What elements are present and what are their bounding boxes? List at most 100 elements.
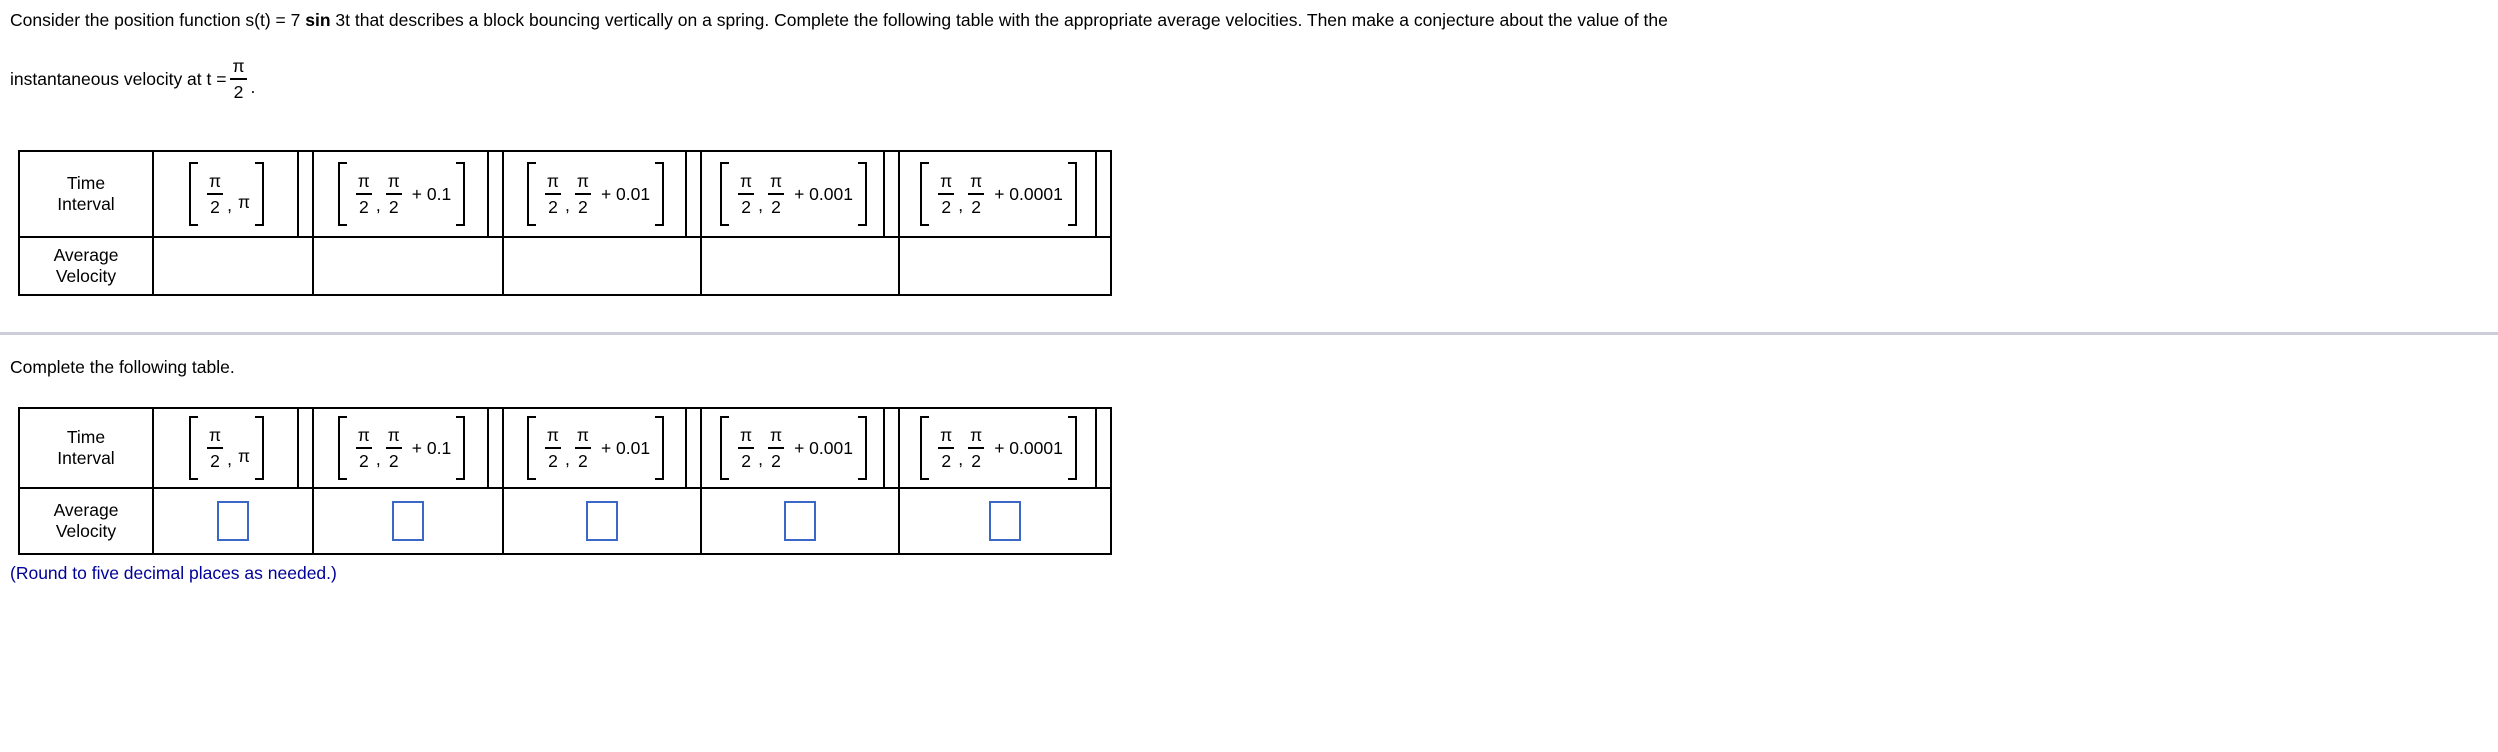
fraction-denominator: 2 bbox=[388, 197, 399, 217]
statement-text-after: 3t that describes a block bouncing verti… bbox=[330, 10, 1668, 30]
fraction-numerator: π bbox=[357, 424, 370, 445]
average-velocity-cell-2 bbox=[312, 236, 504, 296]
cell-inner-border-line bbox=[297, 152, 299, 236]
fraction-denominator: 2 bbox=[578, 197, 588, 217]
right-bracket bbox=[255, 416, 265, 480]
fraction-numerator: π bbox=[770, 424, 783, 445]
average-label: Average bbox=[53, 245, 119, 265]
fraction-numerator: π bbox=[576, 170, 589, 191]
average-velocity-row: Average Velocity bbox=[18, 487, 1112, 555]
time-label: Time bbox=[66, 173, 106, 193]
average-velocity-input-4[interactable] bbox=[784, 501, 816, 541]
fraction-denominator: 2 bbox=[941, 197, 952, 217]
problem-statement-line2: instantaneous velocity at t = π 2 . bbox=[10, 46, 2498, 112]
interval-offset: + 0.001 bbox=[794, 437, 853, 458]
fraction-numerator: π bbox=[208, 170, 222, 191]
fraction-denominator: 2 bbox=[771, 197, 781, 217]
velocity-label: Velocity bbox=[55, 266, 117, 286]
average-velocity-label-cell: Average Velocity bbox=[18, 236, 154, 296]
cell-inner-border-line bbox=[487, 409, 489, 487]
cell-inner-border-line bbox=[297, 409, 299, 487]
interval-comma: , bbox=[564, 194, 570, 215]
fraction-numerator: π bbox=[940, 170, 953, 191]
left-bracket bbox=[720, 162, 730, 226]
average-velocity-input-3[interactable] bbox=[586, 501, 618, 541]
interval-comma: , bbox=[758, 194, 763, 215]
left-bracket bbox=[526, 162, 536, 226]
cell-inner-border-line bbox=[883, 152, 885, 236]
section2-title: Complete the following table. bbox=[10, 357, 235, 377]
fraction-denominator: 2 bbox=[388, 451, 399, 471]
right-bracket bbox=[456, 416, 466, 480]
statement-sin-bold: sin bbox=[305, 10, 331, 30]
average-velocity-cell-4 bbox=[700, 487, 900, 555]
interval-offset: + 0.0001 bbox=[994, 183, 1063, 204]
fraction-denominator: 2 bbox=[741, 451, 751, 471]
fraction-numerator: π bbox=[546, 424, 559, 445]
left-bracket bbox=[720, 416, 730, 480]
fraction-numerator: π bbox=[740, 424, 753, 445]
average-velocity-cell-2 bbox=[312, 487, 504, 555]
interval-label: Interval bbox=[57, 194, 115, 214]
interval-endpoint: π bbox=[237, 445, 251, 466]
fraction-bar bbox=[206, 193, 224, 195]
fraction-bar bbox=[938, 447, 955, 449]
average-velocity-cell-3 bbox=[502, 236, 702, 296]
average-velocity-label-cell: Average Velocity bbox=[18, 487, 154, 555]
average-velocity-input-2[interactable] bbox=[392, 501, 424, 541]
fraction-bar bbox=[768, 193, 785, 195]
fraction-bar bbox=[738, 447, 755, 449]
fraction-denominator: 2 bbox=[771, 451, 781, 471]
right-bracket bbox=[857, 162, 867, 226]
interval-offset: + 0.01 bbox=[600, 437, 651, 458]
average-velocity-input-1[interactable] bbox=[217, 501, 249, 541]
time-interval-label-cell: Time Interval bbox=[18, 150, 154, 238]
fraction-bar bbox=[385, 193, 402, 195]
fraction-denominator: 2 bbox=[210, 197, 220, 217]
average-velocity-input-5[interactable] bbox=[989, 501, 1021, 541]
average-velocity-cell-1 bbox=[152, 487, 314, 555]
fraction-bar bbox=[230, 78, 247, 80]
average-velocity-row: Average Velocity bbox=[18, 236, 1112, 296]
t-value-fraction: π 2 bbox=[230, 56, 247, 102]
fraction-numerator: π bbox=[970, 170, 983, 191]
section-divider bbox=[0, 332, 2498, 335]
fraction-bar bbox=[738, 193, 755, 195]
interval-comma: , bbox=[375, 448, 381, 469]
right-bracket bbox=[1067, 416, 1077, 480]
interval-offset: + 0.01 bbox=[600, 183, 651, 204]
right-bracket bbox=[857, 416, 867, 480]
fraction-numerator: π bbox=[387, 170, 400, 191]
fraction-bar bbox=[544, 193, 561, 195]
fraction-bar bbox=[574, 447, 591, 449]
interval-comma: , bbox=[564, 448, 570, 469]
left-bracket bbox=[188, 416, 198, 480]
right-bracket bbox=[255, 162, 265, 226]
left-bracket bbox=[920, 416, 930, 480]
fraction-numerator: π bbox=[357, 170, 370, 191]
statement-line2-period: . bbox=[250, 77, 256, 97]
fraction-bar bbox=[355, 193, 372, 195]
round-instruction-note: (Round to five decimal places as needed.… bbox=[10, 563, 337, 583]
fraction-denominator: 2 bbox=[971, 451, 982, 471]
fraction-bar bbox=[574, 193, 591, 195]
